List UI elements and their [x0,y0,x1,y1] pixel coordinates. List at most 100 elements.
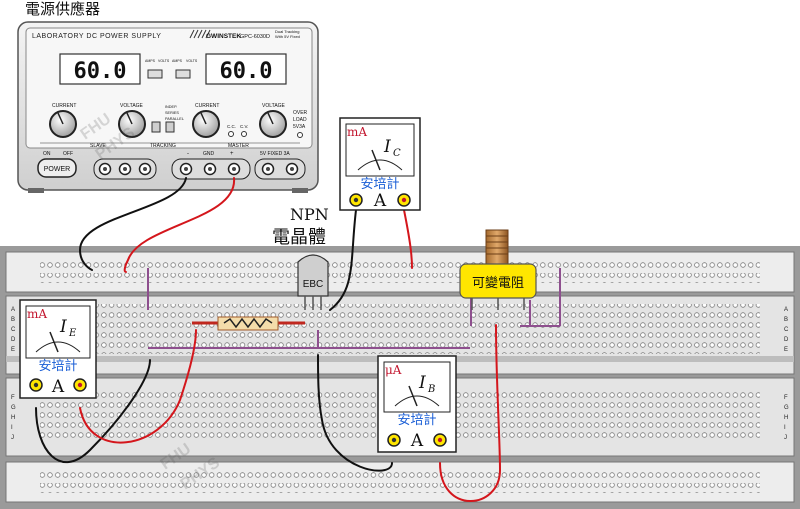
mode-label-indep: INDEP. [165,105,177,109]
dc-power-supply: LABORATORY DC POWER SUPPLY GWINSTEK GPC-… [17,21,319,193]
ib-letter: A [410,431,424,451]
unit-label-1: AMPS [145,59,156,63]
ammeter-ib: μA I B 安培計 A [377,355,457,453]
unit-label-3: AMPS [172,59,183,63]
overload-indicator [297,132,303,138]
row-letter-b: B [11,317,15,323]
row-letter-e: E [11,347,15,353]
ib-terminal-pos[interactable] [433,433,447,447]
display-right [205,53,287,85]
unit-label-2: VOLTS [158,59,170,63]
ib-terminal-neg[interactable] [387,433,401,447]
power-button-label: POWER [44,166,70,173]
ic-terminal-pos[interactable] [397,193,411,207]
terminal-slave-2[interactable] [118,162,132,176]
ic-unit: mA [347,125,367,139]
ib-unit: μA [385,363,402,377]
ie-terminal-pos[interactable] [73,378,87,392]
section-master: MASTER [228,143,249,149]
row-letter-b-right: B [784,317,788,323]
plus-label: + [230,151,234,157]
ie-terminal-neg[interactable] [29,378,43,392]
row-letter-d: D [11,337,16,343]
row-letter-a-right: A [784,307,788,313]
terminal-fixed-2[interactable] [285,162,299,176]
ic-subscript: C [393,148,401,159]
overload-label-2: LOAD [293,117,307,123]
power-supply-title: 電源供應器 [25,0,100,18]
cc-label: C.C. [227,124,236,129]
ic-symbol: I [383,137,391,157]
display-left-value: 60.0 [74,59,127,84]
mode-button-left[interactable] [151,121,161,133]
current-knob-slave[interactable] [49,110,77,138]
voltage-knob-master[interactable] [259,110,287,138]
row-letter-h: H [11,415,15,421]
psu-subtitle-2: With 5V Fixed [275,34,300,39]
row-letter-j: J [11,435,14,441]
terminal-master-minus[interactable] [179,162,193,176]
psu-panel-title: LABORATORY DC POWER SUPPLY [32,33,161,40]
on-label: ON [43,151,51,157]
off-label: OFF [63,151,73,157]
section-tracking: TRACKING [150,143,176,149]
knob-label-4: VOLTAGE [262,103,286,109]
cc-indicator [228,131,234,137]
terminal-master-gnd[interactable] [203,162,217,176]
row-letter-g: G [11,405,16,411]
bottom-power-rail [5,461,795,503]
transistor-name-label: 電晶體 [272,227,326,248]
mode-label-series: SERIES [165,111,179,115]
ib-brand: 安培計 [397,412,436,428]
ic-letter: A [373,191,387,211]
meter-switch-right[interactable] [175,69,191,79]
psu-subtitle-1: Dual Tracking [275,29,299,34]
display-right-value: 60.0 [220,59,273,84]
row-letter-e-right: E [784,347,788,353]
current-knob-master[interactable] [192,110,220,138]
psu-brand: GWINSTEK [206,33,241,40]
terminal-slave-3[interactable] [138,162,152,176]
power-button[interactable] [37,158,77,178]
knob-label-2: VOLTAGE [120,103,144,109]
ie-brand: 安培計 [38,358,77,374]
gnd-label: GND [203,151,215,157]
mode-button-right[interactable] [165,121,175,133]
knob-label-1: CURRENT [52,103,76,109]
section-slave: SLAVE [90,143,106,149]
psu-model: GPC-6030D [240,34,270,40]
test-leads [35,177,502,502]
row-letter-c: C [11,327,16,333]
display-left [59,53,141,85]
terminal-master-plus[interactable] [227,162,241,176]
ie-subscript: E [68,328,77,339]
meter-switch-left[interactable] [147,69,163,79]
ie-letter: A [51,377,65,397]
potentiometer[interactable]: 可變電阻 [459,229,537,310]
npn-transistor: NPN 電晶體 EBC [272,205,329,310]
row-letter-j-right: J [784,435,787,441]
cv-indicator [241,131,247,137]
transistor-type-label: NPN [290,205,329,224]
ib-symbol: I [418,373,426,393]
ic-terminal-neg[interactable] [349,193,363,207]
row-letter-f-right: F [784,395,788,401]
unit-label-4: VOLTS [186,59,198,63]
ib-subscript: B [427,384,435,395]
row-letter-h-right: H [784,415,788,421]
overload-label-1: OVER [293,110,308,116]
ammeter-ie: mA I E 安培計 A [19,299,97,399]
row-letter-i-right: I [784,425,786,431]
row-letter-f: F [11,395,15,401]
fixed-label: 5V FIXED 3A [260,151,290,157]
terminal-fixed-1[interactable] [261,162,275,176]
resistor [192,316,305,331]
ie-symbol: I [59,317,67,337]
top-power-rail [5,251,795,293]
row-letter-a: A [11,307,15,313]
terminal-slave-1[interactable] [98,162,112,176]
mode-label-parallel: PARALLEL [165,117,184,121]
voltage-knob-slave[interactable] [118,110,146,138]
row-letter-d-right: D [784,337,789,343]
